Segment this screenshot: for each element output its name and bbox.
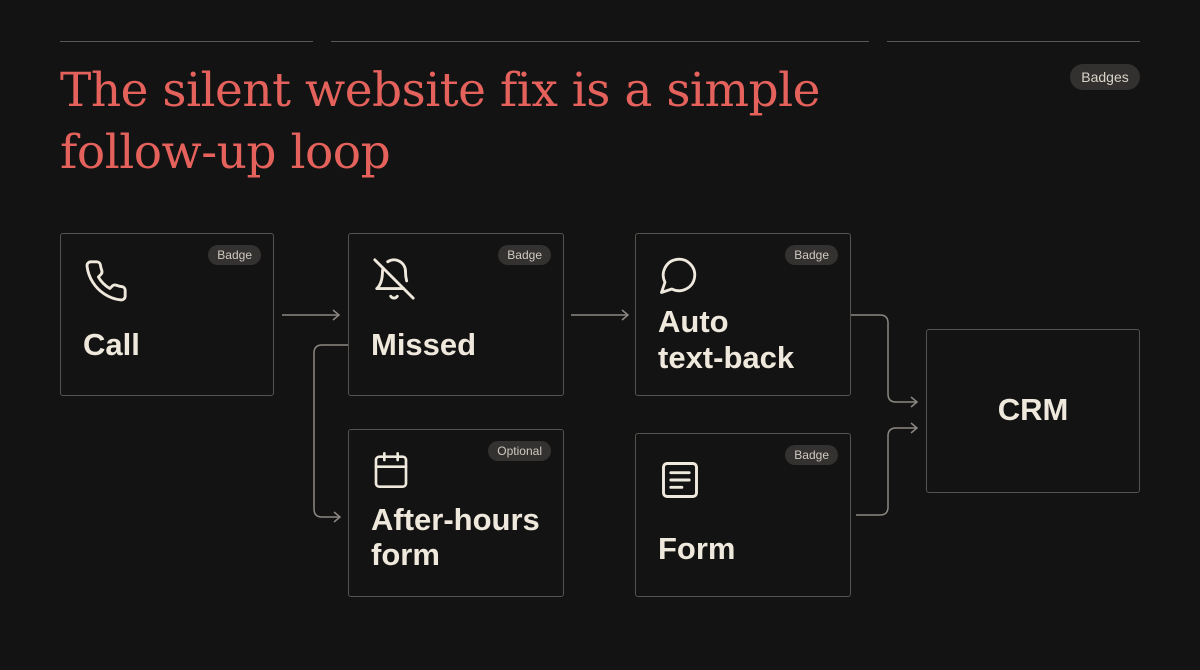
- top-badge: Badges: [1070, 64, 1140, 90]
- node-after-hours-form: Optional After-hours form: [348, 429, 564, 597]
- node-badge: Badge: [498, 245, 551, 265]
- chat-bubble-icon: [658, 254, 700, 296]
- node-missed: Badge Missed: [348, 233, 564, 396]
- node-label: Missed: [371, 327, 477, 362]
- node-badge: Optional: [488, 441, 551, 461]
- bell-off-icon: [371, 256, 417, 302]
- calendar-icon: [371, 450, 411, 490]
- node-badge: Badge: [785, 445, 838, 465]
- arrow-auto-to-crm: [851, 314, 919, 408]
- document-icon: [658, 458, 702, 502]
- phone-icon: [83, 258, 129, 304]
- node-label-line-2: text-back: [658, 340, 795, 375]
- node-badge: Badge: [208, 245, 261, 265]
- node-crm: CRM: [926, 329, 1140, 493]
- node-badge: Badge: [785, 245, 838, 265]
- node-label-line-2: form: [371, 537, 440, 572]
- page-title: The silent website fix is a simple follo…: [60, 63, 820, 180]
- node-label-line-1: After-hours: [371, 502, 540, 537]
- node-label: Form: [658, 531, 736, 566]
- node-call: Badge Call: [60, 233, 274, 396]
- top-rule-middle: [331, 41, 869, 42]
- top-rule-left: [60, 41, 313, 42]
- node-label-line-1: Auto: [658, 304, 729, 339]
- arrow-call-to-missed: [282, 309, 341, 321]
- arrow-missed-to-afterhours: [313, 344, 348, 523]
- node-auto-text-back: Badge Auto text-back: [635, 233, 851, 396]
- node-label: Call: [83, 327, 140, 362]
- arrow-missed-to-auto: [571, 309, 630, 321]
- arrow-form-to-crm: [856, 422, 919, 516]
- node-form: Badge Form: [635, 433, 851, 597]
- top-rule-right: [887, 41, 1140, 42]
- node-label: CRM: [997, 392, 1069, 427]
